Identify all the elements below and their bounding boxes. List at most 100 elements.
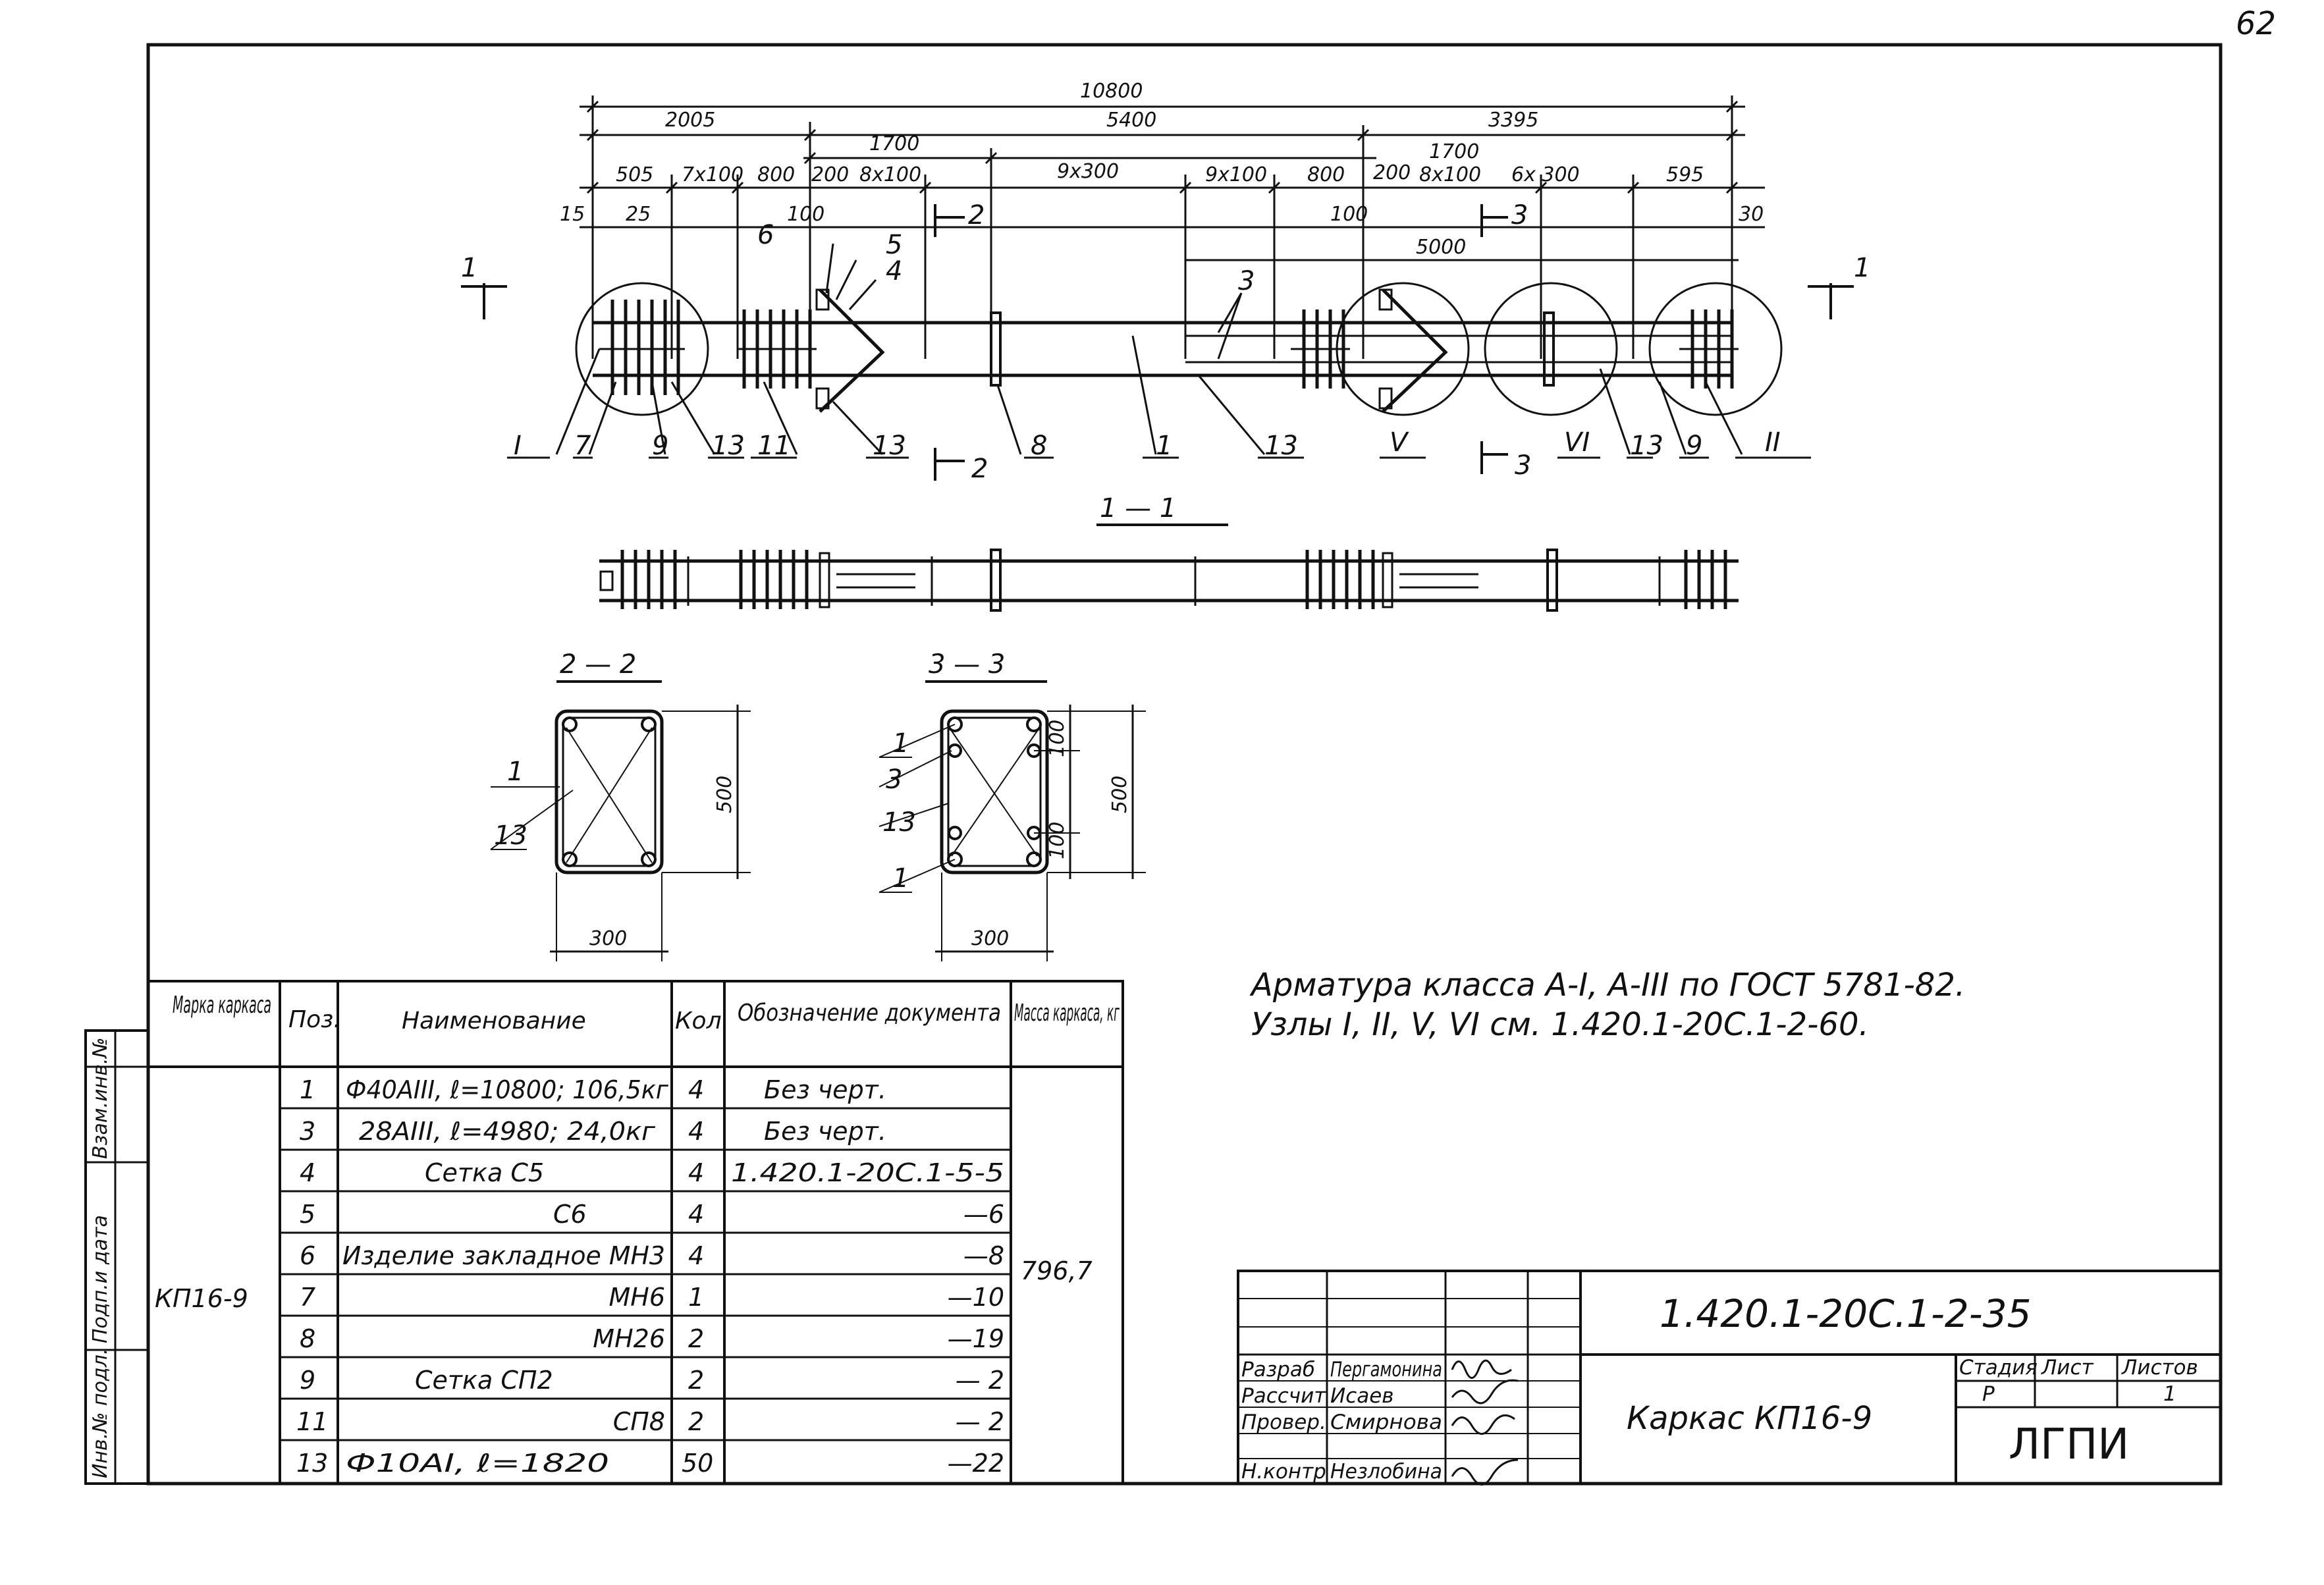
spec-row-qty: 1 bbox=[688, 1283, 704, 1312]
spec-row-name: Сетка С5 bbox=[425, 1158, 544, 1187]
section-1-label-right: 1 bbox=[1854, 253, 1870, 283]
stamp-person: Незлобина bbox=[1330, 1460, 1442, 1484]
dim-mid-seg: 5400 bbox=[1106, 109, 1156, 132]
spec-row-pos: 3 bbox=[300, 1117, 315, 1146]
section-2-2 bbox=[490, 680, 751, 961]
dim-8x100a: 8x100 bbox=[859, 163, 921, 186]
spec-row-doc: —8 bbox=[963, 1241, 1004, 1270]
spec-row-doc: —10 bbox=[948, 1283, 1004, 1312]
drawing-title: Каркас КП16-9 bbox=[1627, 1400, 1872, 1437]
spec-row-doc: 1.420.1-20С.1-5-5 bbox=[731, 1158, 1004, 1187]
spec-header-pos: Поз. bbox=[288, 1006, 341, 1033]
pos-8-label: 8 bbox=[1031, 431, 1047, 461]
drawing-frame bbox=[146, 43, 2223, 1486]
stamp-sheets-header: Листов bbox=[2121, 1356, 2198, 1380]
spec-row-qty: 4 bbox=[688, 1117, 704, 1146]
spec-header-qty: Кол. bbox=[675, 1007, 729, 1034]
spec-header-mark-1: Марка каркаса bbox=[173, 992, 271, 1019]
view-1-1 bbox=[599, 524, 1739, 612]
dim-left-1700: 1700 bbox=[869, 132, 919, 155]
stamp-sheets-value: 1 bbox=[2163, 1382, 2176, 1406]
sec33-100-bottom: 100 bbox=[1046, 822, 1069, 859]
dim-505: 505 bbox=[616, 163, 653, 186]
spec-row-pos: 5 bbox=[300, 1200, 315, 1229]
spec-table-grid bbox=[147, 980, 1124, 1485]
dim-800b: 800 bbox=[1307, 163, 1345, 186]
pos-1-label: 1 bbox=[1156, 431, 1172, 461]
spec-row-pos: 13 bbox=[296, 1449, 328, 1478]
pos-7-label: 7 bbox=[574, 431, 591, 461]
pos-5-label: 5 bbox=[886, 230, 902, 260]
dim-left-seg: 2005 bbox=[665, 109, 715, 132]
spec-row-pos: 4 bbox=[300, 1158, 315, 1187]
stamp-role: Н.контр bbox=[1241, 1460, 1326, 1484]
pos-13-label-a: 13 bbox=[711, 431, 745, 461]
pos-13-label-b: 13 bbox=[873, 431, 906, 461]
spec-row-name: Изделие закладное МН3 bbox=[342, 1241, 665, 1270]
stamp-stage-value: Р bbox=[1982, 1382, 1995, 1406]
stamp-role: Разраб bbox=[1241, 1358, 1315, 1382]
spec-row-pos: 9 bbox=[300, 1366, 315, 1395]
sec33-height: 500 bbox=[1108, 776, 1131, 813]
spec-row-pos: 6 bbox=[300, 1241, 315, 1270]
pos-6-label: 6 bbox=[757, 220, 774, 250]
pos-13-label-c: 13 bbox=[1264, 431, 1298, 461]
section-3-label-top: 3 bbox=[1511, 200, 1528, 230]
spec-row-qty: 4 bbox=[688, 1200, 704, 1229]
dim-7x100: 7x100 bbox=[682, 163, 743, 186]
spec-row-pos: 11 bbox=[296, 1407, 328, 1436]
dim-800a: 800 bbox=[757, 163, 795, 186]
stamp-person: Пергамонина bbox=[1330, 1358, 1442, 1382]
dim-8x100b: 8x100 bbox=[1419, 163, 1481, 186]
spec-row-name: Ф40АIII, ℓ=10800; 106,5кг bbox=[346, 1075, 669, 1104]
spec-header-name: Наименование bbox=[402, 1007, 586, 1034]
spec-row-qty: 2 bbox=[688, 1324, 704, 1353]
spec-row-doc: —19 bbox=[948, 1324, 1004, 1353]
spec-row-name: МН6 bbox=[608, 1283, 665, 1312]
spec-row-doc: Без черт. bbox=[764, 1075, 886, 1104]
spec-row-qty: 2 bbox=[688, 1407, 704, 1436]
dim-25: 25 bbox=[626, 203, 651, 226]
dim-100a: 100 bbox=[787, 203, 824, 226]
section-2-label-bottom: 2 bbox=[971, 454, 988, 484]
spec-row-qty: 4 bbox=[688, 1241, 704, 1270]
spec-row-name: МН26 bbox=[593, 1324, 665, 1353]
side-label-signature-date: Подп.и дата bbox=[89, 1215, 112, 1343]
node-VI-label: VI bbox=[1564, 427, 1590, 458]
sec22-width: 300 bbox=[589, 927, 627, 950]
sec33-100-top: 100 bbox=[1046, 720, 1069, 757]
title-block-grid bbox=[1237, 1270, 2222, 1485]
dim-200b: 200 bbox=[1373, 161, 1411, 184]
signatures bbox=[1451, 1359, 1519, 1486]
stamp-role: Рассчит bbox=[1241, 1384, 1326, 1408]
spec-header-mass: Масса каркаса, кг bbox=[1014, 1000, 1120, 1027]
dim-right-seg: 3395 bbox=[1488, 109, 1538, 132]
spec-row-qty: 50 bbox=[682, 1449, 713, 1478]
sec33-pos-1-top: 1 bbox=[892, 728, 909, 759]
spec-row-name: Ф10АI, ℓ=1820 bbox=[346, 1449, 609, 1478]
section-2-2-title: 2 — 2 bbox=[560, 649, 636, 680]
stamp-person: Смирнова bbox=[1330, 1410, 1442, 1434]
spec-row-doc: —22 bbox=[948, 1449, 1004, 1478]
spec-row-qty: 4 bbox=[688, 1075, 704, 1104]
stamp-stage-header: Стадия bbox=[1959, 1356, 2038, 1380]
spec-row-name: СП8 bbox=[613, 1407, 665, 1436]
node-I-label: I bbox=[514, 431, 522, 461]
sec33-pos-13: 13 bbox=[882, 807, 916, 838]
pos-9-label-right: 9 bbox=[1686, 431, 1702, 461]
spec-row-name: Сетка СП2 bbox=[415, 1366, 553, 1395]
side-label-inv-original: Инв.№ подл. bbox=[89, 1349, 112, 1478]
spec-row-doc: Без черт. bbox=[764, 1117, 886, 1146]
spec-row-pos: 1 bbox=[300, 1075, 315, 1104]
side-label-replaced-inv: Взам.инв.№ bbox=[89, 1037, 112, 1159]
sec22-pos-1: 1 bbox=[507, 757, 524, 787]
pos-3-label: 3 bbox=[1238, 266, 1255, 296]
section-2-label-top: 2 bbox=[968, 200, 985, 230]
spec-row-doc: — 2 bbox=[956, 1407, 1004, 1436]
stamp-role: Провер. bbox=[1241, 1410, 1326, 1434]
pos-13-label-d: 13 bbox=[1630, 431, 1663, 461]
dim-5000: 5000 bbox=[1416, 236, 1466, 259]
spec-mark-value: КП16-9 bbox=[155, 1284, 248, 1313]
sec22-height: 500 bbox=[713, 776, 736, 813]
